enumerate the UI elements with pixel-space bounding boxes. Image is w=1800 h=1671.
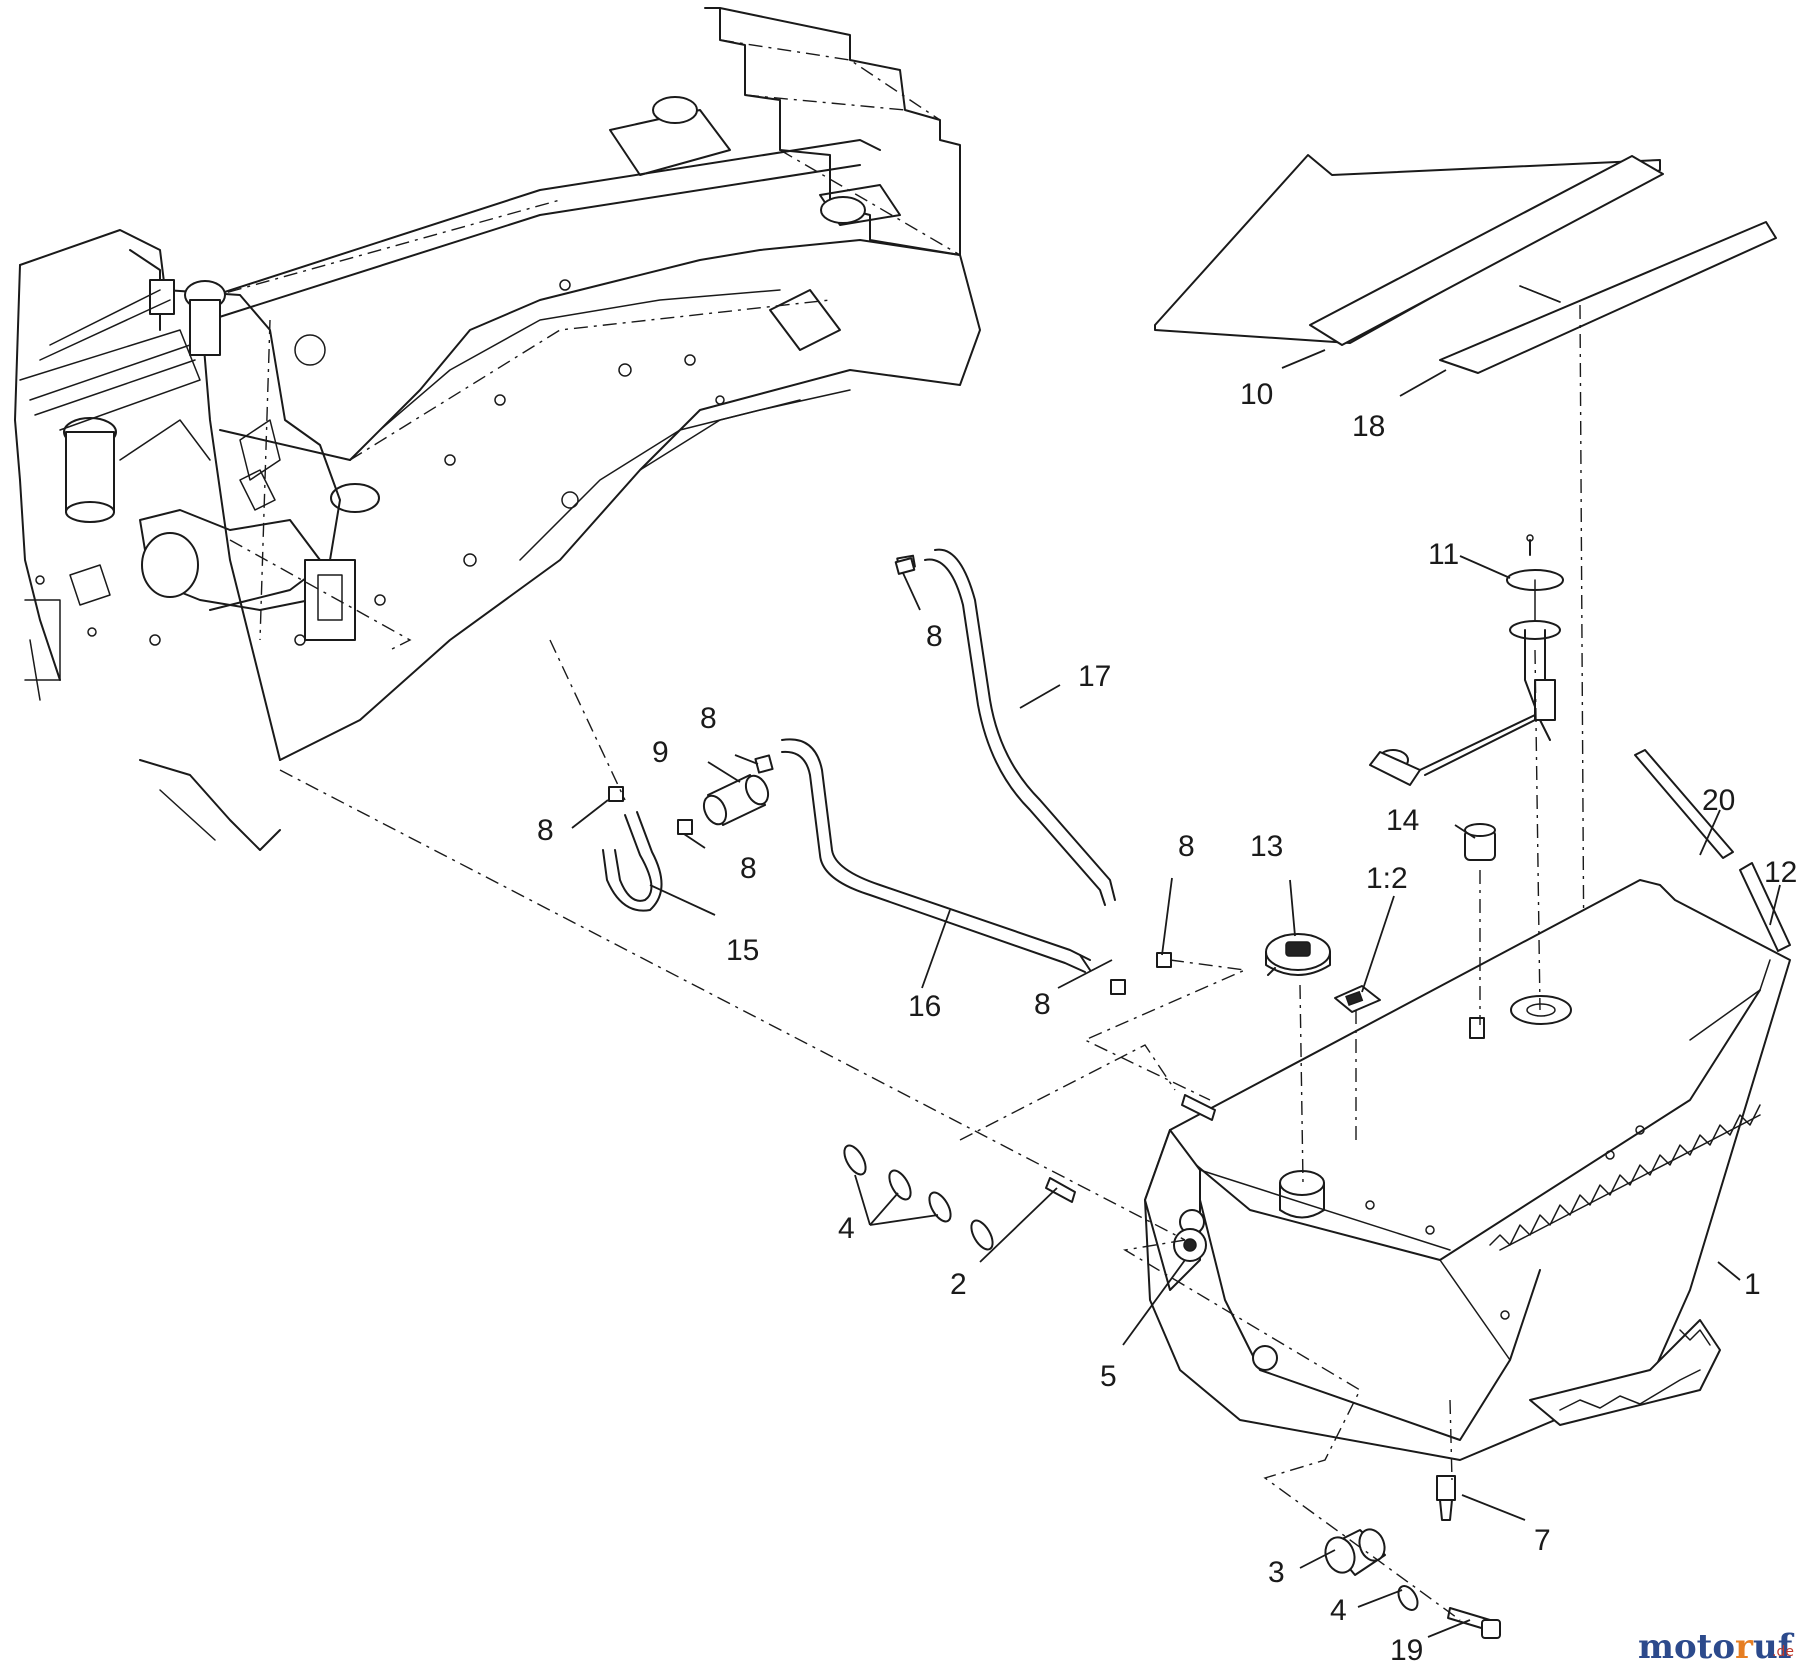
svg-text:motoruf: motoruf — [1638, 1627, 1795, 1667]
leader-lines — [571, 349, 1781, 1638]
engine-assembly — [14, 229, 356, 701]
callout-19: 19 — [1390, 1634, 1423, 1667]
callout-17: 17 — [1078, 660, 1111, 693]
bolts — [1045, 1094, 1501, 1639]
frame-holes — [294, 279, 725, 646]
decal-10-panel — [1309, 155, 1664, 346]
callout-8-filter-lower: 8 — [740, 852, 757, 885]
fuel-filter — [702, 774, 770, 826]
watermark-suffix: .de — [1772, 1644, 1794, 1660]
callout-1: 1 — [1744, 1268, 1761, 1301]
callout-15: 15 — [726, 934, 759, 967]
assembly-lines — [229, 539, 1541, 1621]
callout-10: 10 — [1240, 378, 1273, 411]
callout-4-washers: 4 — [838, 1212, 855, 1245]
fuel-cap-13 — [1265, 933, 1331, 976]
chassis-frame — [139, 7, 981, 851]
callout-7: 7 — [1534, 1524, 1551, 1557]
callout-labels: 10 18 11 8 17 9 8 8 8 15 16 8 8 13 1:2 1… — [537, 378, 1797, 1667]
callout-13: 13 — [1250, 830, 1283, 863]
callout-8-right: 8 — [1178, 830, 1195, 863]
callout-9: 9 — [652, 736, 669, 769]
hose-17 — [896, 548, 1116, 906]
callout-3: 3 — [1268, 1556, 1285, 1589]
pins — [1634, 749, 1791, 952]
fuel-sender — [1369, 534, 1564, 786]
callout-8-top: 8 — [926, 620, 943, 653]
callout-11: 11 — [1428, 538, 1459, 571]
callout-2: 2 — [950, 1268, 967, 1301]
fuel-tank — [1144, 879, 1791, 1461]
callout-8-filter: 8 — [700, 702, 717, 735]
decal-18-panel — [1439, 221, 1777, 374]
watermark-logo: motoruf .de — [1638, 1627, 1795, 1667]
callout-5: 5 — [1100, 1360, 1117, 1393]
callout-12: 12 — [1764, 856, 1797, 889]
callout-20: 20 — [1702, 784, 1735, 817]
callout-4-lower: 4 — [1330, 1594, 1347, 1627]
callout-14: 14 — [1386, 804, 1419, 837]
callout-8-lower: 8 — [1034, 988, 1051, 1021]
callout-1-2: 1:2 — [1366, 862, 1408, 895]
callout-16: 16 — [908, 990, 941, 1023]
bushing-3 — [1324, 1528, 1386, 1576]
clamps — [608, 557, 1172, 995]
callout-8-left: 8 — [537, 814, 554, 847]
hose-16 — [781, 738, 1091, 973]
callout-18: 18 — [1352, 410, 1385, 443]
hose-15 — [602, 811, 663, 912]
washers — [843, 1144, 1419, 1611]
fitting-14 — [1464, 823, 1496, 861]
